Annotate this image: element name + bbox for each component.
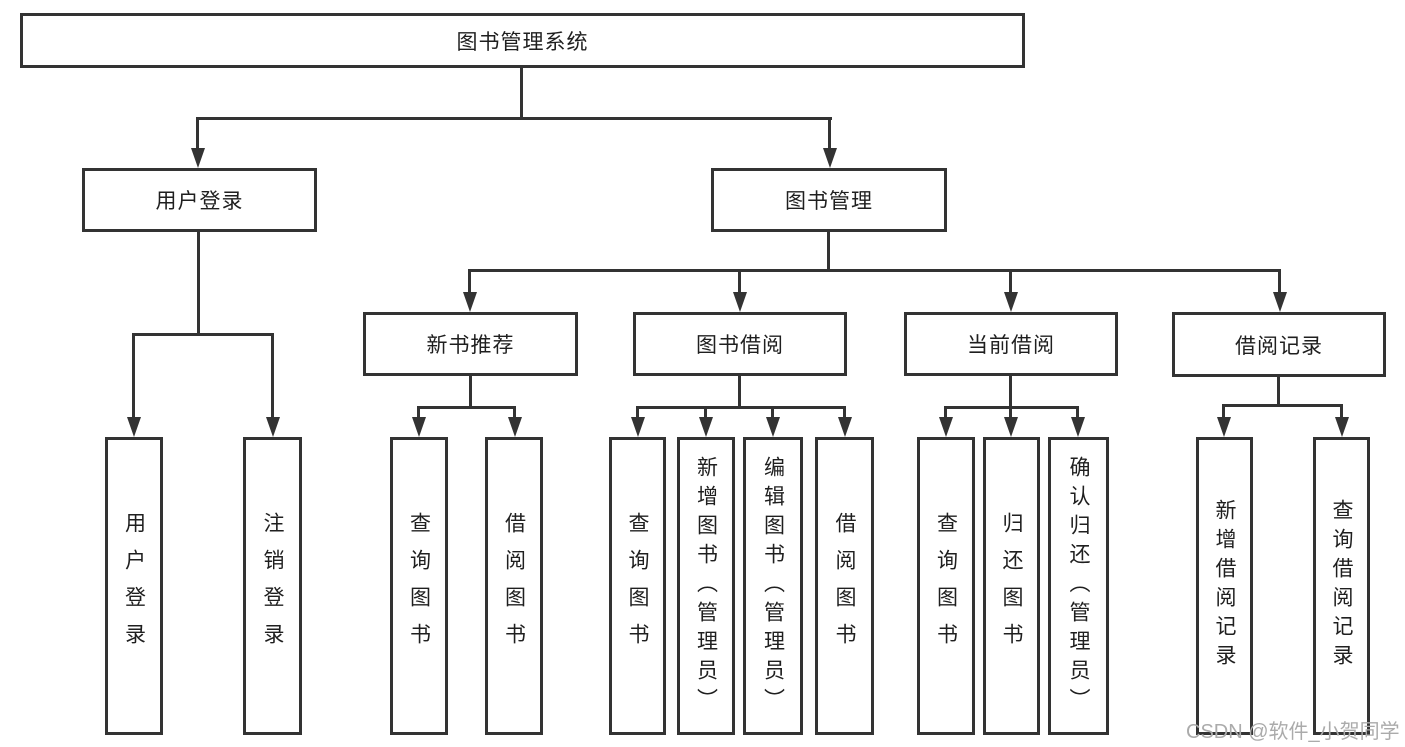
edge-line: [738, 376, 741, 408]
arrowhead-down-icon: [1071, 417, 1085, 437]
edge-line: [1076, 406, 1079, 419]
leaf-borrow-add-books-admin: 新增图书（管理员）: [677, 437, 735, 735]
leaf-current-query-books-label: 查询图书: [934, 512, 958, 660]
leaf-current-confirm-return-admin-label: 确认归还（管理员）: [1067, 455, 1090, 717]
node-root-label: 图书管理系统: [456, 30, 589, 54]
node-new-book-recommend: 新书推荐: [363, 312, 578, 376]
edge-line: [828, 117, 831, 150]
arrowhead-down-icon: [508, 417, 522, 437]
arrowhead-down-icon: [1335, 417, 1349, 437]
leaf-user-login-label: 用户登录: [122, 512, 146, 660]
edge-line: [1278, 269, 1281, 294]
node-borrow-records: 借阅记录: [1172, 312, 1386, 377]
csdn-watermark: CSDN @软件_小贺同学: [1186, 721, 1400, 743]
leaf-recommend-query-books-label: 查询图书: [407, 512, 431, 660]
node-new-book-recommend-label: 新书推荐: [426, 334, 515, 357]
edge-line: [132, 333, 274, 336]
arrowhead-down-icon: [631, 417, 645, 437]
edge-line: [468, 269, 1281, 272]
leaf-logout-login: 注销登录: [243, 437, 302, 735]
arrowhead-down-icon: [838, 417, 852, 437]
edge-line: [636, 406, 846, 409]
edge-line: [738, 269, 741, 294]
node-current-borrow: 当前借阅: [904, 312, 1118, 376]
edge-line: [1222, 404, 1225, 419]
edge-line: [636, 406, 639, 419]
edge-line: [771, 406, 774, 419]
edge-line: [417, 406, 420, 419]
arrowhead-down-icon: [1273, 292, 1287, 312]
leaf-current-query-books: 查询图书: [917, 437, 975, 735]
node-book-borrow-label: 图书借阅: [696, 334, 784, 357]
edge-line: [271, 333, 274, 419]
leaf-borrow-add-books-admin-label: 新增图书（管理员）: [694, 455, 718, 717]
arrowhead-down-icon: [699, 417, 713, 437]
edge-line: [520, 68, 523, 118]
arrowhead-down-icon: [412, 417, 426, 437]
node-user-login-label: 用户登录: [155, 190, 244, 213]
leaf-borrow-borrow-books: 借阅图书: [815, 437, 874, 735]
arrowhead-down-icon: [1217, 417, 1231, 437]
node-current-borrow-label: 当前借阅: [967, 334, 1055, 357]
leaf-recommend-query-books: 查询图书: [390, 437, 448, 735]
leaf-records-query-record: 查询借阅记录: [1313, 437, 1370, 735]
edge-line: [1009, 406, 1012, 419]
leaf-records-query-record-label: 查询借阅记录: [1330, 499, 1353, 673]
leaf-recommend-borrow-books: 借阅图书: [485, 437, 543, 735]
leaf-borrow-edit-books-admin-label: 编辑图书（管理员）: [761, 455, 785, 717]
leaf-records-add-record-label: 新增借阅记录: [1213, 499, 1236, 673]
edge-line: [1277, 377, 1280, 406]
node-borrow-records-label: 借阅记录: [1235, 334, 1323, 358]
node-root: 图书管理系统: [20, 13, 1025, 68]
leaf-logout-login-label: 注销登录: [261, 512, 284, 660]
edge-line: [417, 406, 516, 409]
edge-line: [827, 232, 830, 272]
edge-line: [843, 406, 846, 419]
edge-line: [468, 269, 471, 294]
leaf-records-add-record: 新增借阅记录: [1196, 437, 1253, 735]
edge-line: [513, 406, 516, 419]
leaf-current-confirm-return-admin: 确认归还（管理员）: [1048, 437, 1109, 735]
arrowhead-down-icon: [939, 417, 953, 437]
leaf-recommend-borrow-books-label: 借阅图书: [502, 512, 526, 660]
arrowhead-down-icon: [733, 292, 747, 312]
leaf-borrow-borrow-books-label: 借阅图书: [833, 512, 856, 660]
leaf-user-login: 用户登录: [105, 437, 163, 735]
leaf-borrow-query-books: 查询图书: [609, 437, 666, 735]
arrowhead-down-icon: [463, 292, 477, 312]
arrowhead-down-icon: [1004, 292, 1018, 312]
leaf-borrow-edit-books-admin: 编辑图书（管理员）: [743, 437, 803, 735]
arrowhead-down-icon: [1004, 417, 1018, 437]
arrowhead-down-icon: [266, 417, 280, 437]
arrowhead-down-icon: [191, 148, 205, 168]
arrowhead-down-icon: [766, 417, 780, 437]
arrowhead-down-icon: [127, 417, 141, 437]
edge-line: [196, 117, 199, 150]
node-book-borrow: 图书借阅: [633, 312, 847, 376]
edge-line: [197, 232, 200, 336]
edge-line: [1222, 404, 1342, 407]
node-user-login: 用户登录: [82, 168, 317, 232]
arrowhead-down-icon: [823, 148, 837, 168]
edge-line: [469, 376, 472, 408]
edge-line: [1009, 376, 1012, 408]
node-book-management: 图书管理: [711, 168, 947, 232]
edge-line: [1340, 404, 1343, 419]
leaf-current-return-books: 归还图书: [983, 437, 1040, 735]
leaf-borrow-query-books-label: 查询图书: [626, 512, 649, 660]
edge-line: [1009, 269, 1012, 294]
edge-line: [196, 117, 832, 120]
edge-line: [704, 406, 707, 419]
edge-line: [132, 333, 135, 419]
node-book-management-label: 图书管理: [785, 190, 873, 213]
edge-line: [944, 406, 947, 419]
leaf-current-return-books-label: 归还图书: [1000, 512, 1023, 660]
